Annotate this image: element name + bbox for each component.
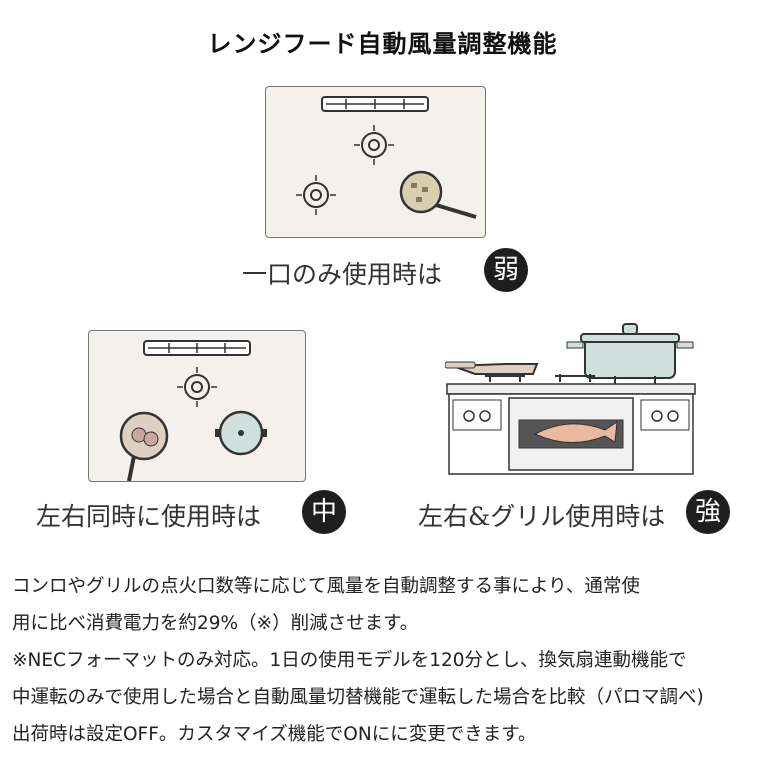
description-line-1: コンロやグリルの点火口数等に応じて風量を自動調整する事により、通常使 [12,576,640,597]
stove-illustration-grill [445,318,697,478]
mode-label-double: 左右同時に使用時は [36,502,262,531]
mode-label-single: 一口のみ使用時は [242,260,443,289]
level-badge-medium: 中 [302,490,346,534]
stove-grill-svg [445,323,696,475]
description-note-3: 出荷時は設定OFF。カスタマイズ機能でONにに変更できます。 [12,724,537,745]
description-note-2: 中運転のみで使用した場合と自動風量切替機能で運転した場合を比較（パロマ調べ) [12,687,704,708]
cooktop-double-svg [119,340,267,481]
level-badge-strong: 強 [686,490,730,534]
cooktop-illustration-double [88,330,306,482]
page-title: レンジフード自動風量調整機能 [207,30,558,58]
mode-label-grill: 左右&グリル使用時は [418,502,666,531]
cooktop-single-svg [296,96,477,219]
description-line-2: 用に比べ消費電力を約29%（※）削減させます。 [12,613,419,634]
description-note-1: ※NECフォーマットのみ対応。1日の使用モデルを120分とし、換気扇連動機能で [12,650,687,671]
cooktop-illustration-single [265,86,486,238]
level-badge-weak: 弱 [484,248,528,292]
